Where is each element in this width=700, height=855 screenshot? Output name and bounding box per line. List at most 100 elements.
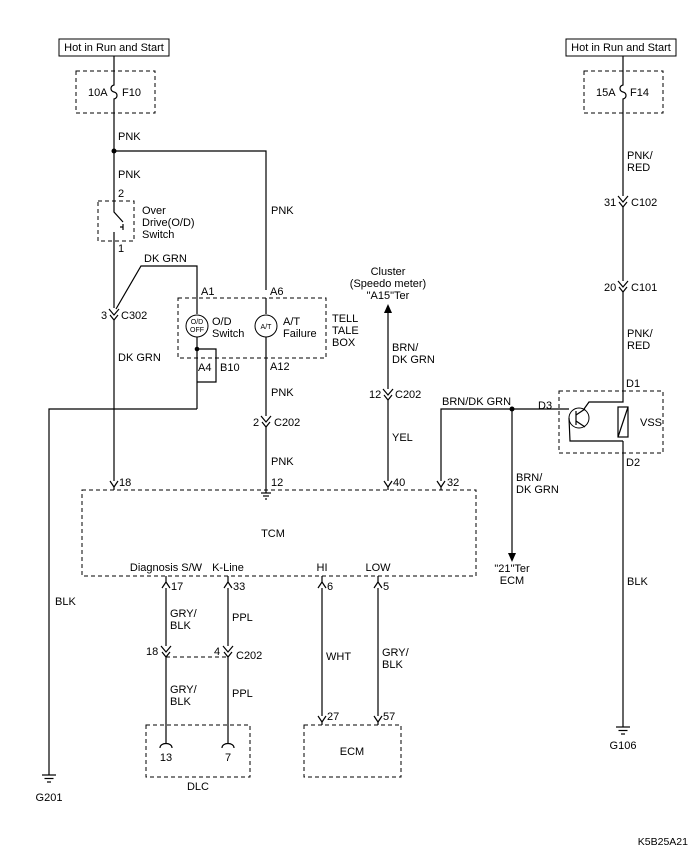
telltale-pin-a6: A6 [270, 286, 283, 298]
dlc-connector [145, 724, 251, 778]
telltale-pin-a4: A4 [198, 362, 211, 374]
c202-name-a: C202 [274, 417, 300, 429]
telltale-pin-a12: A12 [270, 361, 290, 373]
wire-gry-blk-2b: BLK [170, 696, 191, 708]
connector-c101-icon [617, 280, 629, 288]
wire-gry-blk-3b: BLK [382, 659, 403, 671]
od-switch-pin-1: 1 [118, 243, 124, 255]
c202-pin-18: 18 [146, 646, 158, 658]
fuse-f14-box [583, 70, 664, 114]
wire-pnk-to-tcm: PNK [271, 456, 294, 468]
vss-pin-d1: D1 [626, 378, 640, 390]
connector-c202-pin2-icon [260, 415, 272, 423]
connector-c102-icon [617, 195, 629, 203]
tcm-ground-icon [261, 488, 271, 500]
telltale-box-label-2: TALE [332, 325, 359, 337]
vss-name: VSS [640, 417, 662, 429]
connector-c202-pin18-icon [160, 645, 172, 653]
tcm-pin-18: 18 [119, 477, 131, 489]
wire-pnk-red-1b: RED [627, 162, 650, 174]
od-lamp-bottom: OFF [190, 327, 204, 334]
wire-brn-dk-grn-down-2: DK GRN [516, 484, 559, 496]
cluster-label-1: Cluster [371, 266, 406, 278]
c202-name-b: C202 [395, 389, 421, 401]
power-source-right-label: Hot in Run and Start [571, 42, 671, 54]
cluster-label-2: (Speedo meter) [350, 278, 426, 290]
c101-pin: 20 [604, 282, 616, 294]
wire-brn-dk-grn-cluster-2: DK GRN [392, 354, 435, 366]
at-lamp-label-2: Failure [283, 328, 317, 340]
wire-pnk-3: PNK [271, 205, 294, 217]
diagram-code: K5B25A21 [638, 836, 688, 848]
fuse-f14-icon [619, 71, 627, 113]
vss-pin-d3: D3 [538, 400, 552, 412]
dlc-name: DLC [187, 781, 209, 793]
dlc-pin-13: 13 [160, 752, 172, 764]
ecm-ref-2: ECM [500, 575, 524, 587]
power-source-left-label: Hot in Run and Start [64, 42, 164, 54]
wire-gry-blk-3a: GRY/ [382, 647, 410, 659]
telltale-pin-a1: A1 [201, 286, 214, 298]
wire-brn-dk-grn-cluster-1: BRN/ [392, 342, 419, 354]
tcm-pin-17: 17 [171, 581, 183, 593]
fuse-f14-rating: 15A [596, 87, 616, 99]
tcm-pin-6: 6 [327, 581, 333, 593]
telltale-pin-b10: B10 [220, 362, 240, 374]
od-switch-name-1: Over [142, 205, 166, 217]
c202-pin-4: 4 [214, 646, 220, 658]
tcm-module [81, 489, 477, 577]
fuse-f10-icon [110, 71, 118, 113]
wire-brn-dk-grn: BRN/DK GRN [442, 396, 511, 408]
ground-g106-icon [616, 726, 630, 735]
ecm-pin-57: 57 [383, 711, 395, 723]
vss-sensor [558, 390, 664, 454]
od-lamp-label-1: O/D [212, 316, 232, 328]
tcm-kline-label: K-Line [212, 562, 244, 574]
dlc-pin-7-icon [221, 742, 235, 749]
fuse-f10-box [75, 70, 156, 114]
wire-ppl-2: PPL [232, 688, 253, 700]
wire-pnk-2: PNK [118, 169, 141, 181]
connector-c302-icon [108, 308, 120, 316]
at-lamp-label-1: A/T [283, 316, 300, 328]
wire-ppl-1: PPL [232, 612, 253, 624]
c202-pin-2: 2 [253, 417, 259, 429]
fuse-f14-name: F14 [630, 87, 649, 99]
power-source-right [565, 38, 677, 57]
wire-gry-blk-2a: GRY/ [170, 684, 198, 696]
ecm-pin-27: 27 [327, 711, 339, 723]
vss-coil-icon [617, 406, 629, 438]
c102-name: C102 [631, 197, 657, 209]
tcm-pin-33: 33 [233, 581, 245, 593]
connector-c202-pin4-icon [222, 645, 234, 653]
dlc-pin-7: 7 [225, 752, 231, 764]
wire-gry-blk-1b: BLK [170, 620, 191, 632]
ecm-ref-1: "21"Ter [494, 563, 530, 575]
wire-gry-blk-1a: GRY/ [170, 608, 198, 620]
tcm-pin-40: 40 [393, 477, 405, 489]
vss-pin-d2: D2 [626, 457, 640, 469]
wire-blk-left: BLK [55, 596, 76, 608]
od-lamp-top: O/D [191, 319, 203, 326]
wire-dk-grn-mid: DK GRN [118, 352, 161, 364]
od-switch-box [97, 200, 135, 242]
ground-g201-icon [42, 774, 56, 783]
c302-pin: 3 [101, 310, 107, 322]
tcm-pin-5: 5 [383, 581, 389, 593]
at-lamp-text: A/T [261, 324, 273, 331]
a4-b10-jumper [197, 348, 217, 383]
od-switch-name-2: Drive(O/D) [142, 217, 195, 229]
ecm-name: ECM [340, 746, 364, 758]
od-switch-pin-2: 2 [118, 188, 124, 200]
c101-name: C101 [631, 282, 657, 294]
wire-wht: WHT [326, 651, 351, 663]
cluster-label-3: "A15"Ter [367, 290, 410, 302]
telltale-box-label-3: BOX [332, 337, 356, 349]
wire-brn-dk-grn-down-1: BRN/ [516, 472, 543, 484]
wire-blk-right: BLK [627, 576, 648, 588]
fuse-f10-name: F10 [122, 87, 141, 99]
tcm-pin-12: 12 [271, 477, 283, 489]
telltale-box-label-1: TELL [332, 313, 358, 325]
